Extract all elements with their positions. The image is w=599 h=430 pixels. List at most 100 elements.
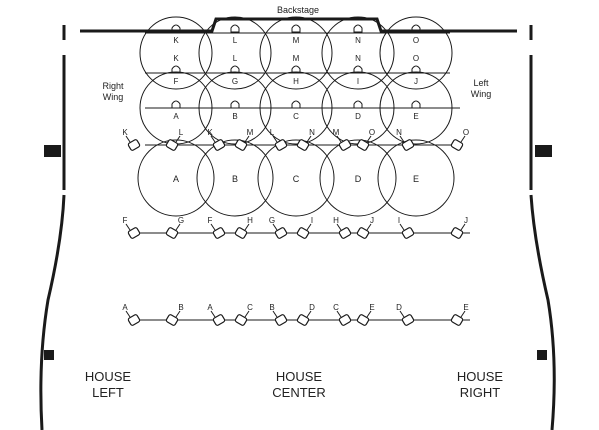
focus-circle bbox=[321, 16, 395, 90]
right-house-block bbox=[537, 350, 547, 360]
downlight-icon bbox=[230, 24, 240, 33]
spot-label: C bbox=[247, 303, 253, 312]
spot-unit bbox=[234, 135, 250, 151]
focus-circle bbox=[377, 139, 455, 217]
spot-label: I bbox=[398, 216, 400, 225]
house-left-wall bbox=[39, 194, 66, 430]
spot-unit bbox=[296, 223, 312, 239]
downlight-icon bbox=[411, 100, 421, 109]
spot-label: M bbox=[333, 128, 340, 137]
focus-circle bbox=[379, 16, 453, 90]
spot-label: O bbox=[369, 128, 375, 137]
spot-label: F bbox=[208, 216, 213, 225]
left-wing-line-2: Wing bbox=[470, 89, 492, 99]
spot-label: E bbox=[369, 303, 374, 312]
downlight-label: B bbox=[232, 112, 237, 121]
spot-label: D bbox=[396, 303, 402, 312]
downlight-icon bbox=[411, 65, 421, 74]
downlight-icon bbox=[353, 65, 363, 74]
left-wing-line-1: Left bbox=[473, 78, 489, 88]
house-left-label: HOUSE LEFT bbox=[82, 369, 134, 401]
spot-label: H bbox=[247, 216, 253, 225]
house-right-line-1: HOUSE bbox=[456, 369, 504, 384]
downlight-icon bbox=[171, 100, 181, 109]
backstage-label: Backstage bbox=[277, 5, 320, 15]
downlight-icon bbox=[171, 24, 181, 33]
left-house-block bbox=[44, 350, 54, 360]
downlight-label: N bbox=[355, 54, 361, 63]
spot-unit bbox=[356, 223, 372, 239]
spot-label: E bbox=[463, 303, 468, 312]
spot-label: L bbox=[179, 128, 184, 137]
downlight-label: J bbox=[414, 77, 418, 86]
downlight-label: O bbox=[413, 36, 419, 45]
downlight-icon bbox=[171, 65, 181, 74]
focus-circle bbox=[257, 139, 335, 217]
focus-circle bbox=[198, 71, 272, 145]
house-right-wall bbox=[529, 194, 556, 430]
downlight-label: F bbox=[174, 77, 179, 86]
downlight-icon bbox=[291, 100, 301, 109]
focus-circle bbox=[137, 139, 215, 217]
downlight-icon bbox=[230, 100, 240, 109]
focus-circle bbox=[259, 16, 333, 90]
right-wing-line-1: Right bbox=[102, 81, 124, 91]
spot-unit bbox=[125, 310, 141, 326]
spot-label: I bbox=[311, 216, 313, 225]
downlight-label: A bbox=[173, 112, 179, 121]
spot-label: K bbox=[207, 128, 213, 137]
downlight-label: I bbox=[357, 77, 359, 86]
house-center-line-2: CENTER bbox=[272, 385, 326, 400]
downlight-icon bbox=[291, 65, 301, 74]
house-right-line-2: RIGHT bbox=[459, 385, 501, 400]
house-center-label: HOUSE CENTER bbox=[268, 369, 330, 401]
spot-label: G bbox=[178, 216, 184, 225]
downlight-icon bbox=[411, 24, 421, 33]
spot-unit bbox=[125, 135, 141, 151]
spot-label: A bbox=[207, 303, 213, 312]
spot-unit bbox=[125, 223, 141, 239]
downlight-label: C bbox=[293, 112, 299, 121]
house-left-line-2: LEFT bbox=[92, 385, 124, 400]
spot-unit bbox=[272, 135, 288, 151]
spot-unit bbox=[210, 135, 226, 151]
spot-label: A bbox=[122, 303, 128, 312]
house-right-label: HOUSE RIGHT bbox=[454, 369, 506, 401]
spot-unit bbox=[296, 135, 312, 151]
downlight-label: O bbox=[413, 54, 419, 63]
downlight-label: L bbox=[233, 54, 238, 63]
focus-circle bbox=[196, 139, 274, 217]
spot-unit bbox=[165, 223, 181, 239]
spot-label: F bbox=[123, 216, 128, 225]
spot-label: G bbox=[269, 216, 275, 225]
spot-unit bbox=[234, 223, 250, 239]
downlight-label: K bbox=[173, 54, 179, 63]
downlight-icon bbox=[230, 65, 240, 74]
spot-unit bbox=[450, 310, 466, 326]
downlight-icon bbox=[291, 24, 301, 33]
area-label: B bbox=[232, 174, 238, 184]
spot-label: H bbox=[333, 216, 339, 225]
spot-label: C bbox=[333, 303, 339, 312]
spot-unit bbox=[234, 310, 250, 326]
right-wing-label: Right Wing bbox=[96, 81, 130, 103]
spot-label: D bbox=[309, 303, 315, 312]
spot-unit bbox=[165, 135, 181, 151]
spot-label: N bbox=[309, 128, 315, 137]
back-wall bbox=[80, 17, 517, 33]
spot-unit bbox=[399, 135, 415, 151]
spot-label: J bbox=[464, 216, 468, 225]
left-wing-label: Left Wing bbox=[466, 78, 496, 100]
downlight-label: G bbox=[232, 77, 238, 86]
spot-unit bbox=[399, 310, 415, 326]
spot-label: M bbox=[247, 128, 254, 137]
spot-unit bbox=[336, 310, 352, 326]
spot-unit bbox=[336, 223, 352, 239]
spot-unit bbox=[272, 310, 288, 326]
downlight-label: M bbox=[293, 54, 300, 63]
downlight-icon bbox=[353, 24, 363, 33]
